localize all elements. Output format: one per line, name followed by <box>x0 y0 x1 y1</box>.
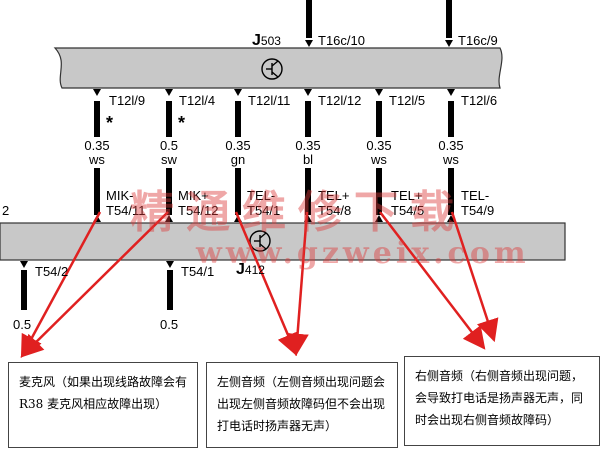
j503-pin-5: T12l/5 <box>389 93 426 108</box>
j412-signal-4: TEL+ <box>318 188 350 203</box>
wire-2 <box>165 89 173 222</box>
top-module-name-sub: 503 <box>260 34 281 48</box>
bottom-module-name: J <box>236 261 245 278</box>
j412-signal-2: MIK+ <box>178 188 209 203</box>
j412-pin-4: T54/8 <box>318 203 352 218</box>
watermark-text: 精通维修下载 <box>130 187 466 238</box>
j412-pin-6: T54/9 <box>461 203 495 218</box>
interconnect-wires <box>93 89 455 222</box>
j412-pin-3: T54/1 <box>247 203 281 218</box>
bottom-module-symbol <box>249 230 271 252</box>
wire-4 <box>304 89 312 222</box>
note-microphone: 麦克风（如果出现线路故障会有 R38 麦克风相应故障出现） <box>8 362 198 448</box>
wire-4-color: bl <box>302 152 314 167</box>
annotation-arrows <box>20 211 499 358</box>
arrow-mic-2 <box>20 211 169 358</box>
watermark-url: www.gzweix.com <box>196 236 530 271</box>
bottom-module-label: J412 <box>236 262 265 278</box>
top-module-symbol <box>261 58 283 80</box>
top-input-pin-2: T16c/9 <box>458 33 498 48</box>
bottom-output-wire-1 <box>20 261 28 310</box>
top-module-body <box>53 47 503 89</box>
top-module-label: J503 <box>252 33 281 49</box>
j412-signal-3: TEL- <box>247 188 276 203</box>
j412-left-edge-label: 2 <box>2 203 10 218</box>
arrow-left-2 <box>286 211 309 357</box>
note-left-audio: 左侧音频（左侧音频出现问题会出现左侧音频故障码但不会出现打电话时扬声器无声） <box>206 362 398 448</box>
wire-2-color: sw <box>161 152 177 167</box>
bottom-module-body <box>0 222 566 261</box>
j412-bottom-wire-1-size: 0.5 <box>13 317 32 332</box>
top-input-pin-1: T16c/10 <box>318 33 365 48</box>
wire-6-size: 0.35 <box>438 138 464 153</box>
j503-pin-3: T12l/11 <box>248 93 291 108</box>
arrow-right-2 <box>450 211 499 343</box>
j412-signal-5: TEL+ <box>391 188 423 203</box>
j412-pin-2: T54/12 <box>178 203 219 218</box>
wire-1-size: 0.35 <box>84 138 110 153</box>
top-module-name: J <box>252 32 261 49</box>
j412-pin-1: T54/11 <box>106 203 146 218</box>
j412-signal-6: TEL- <box>461 188 490 203</box>
bottom-module-name-sub: 412 <box>244 263 265 277</box>
top-input-wire-2 <box>445 0 453 47</box>
j412-bottom-pin-2: T54/1 <box>181 264 215 279</box>
wire-5-color: ws <box>371 152 387 167</box>
j503-pin-1: T12l/9 <box>109 93 146 108</box>
j412-bottom-pin-1: T54/2 <box>35 264 69 279</box>
wire-2-size: 0.5 <box>159 138 179 153</box>
wire-6 <box>447 89 455 222</box>
j503-pin-6: T12l/6 <box>461 93 498 108</box>
j412-pin-5: T54/5 <box>391 203 425 218</box>
wire-1-color: ws <box>89 152 105 167</box>
arrow-right-1 <box>379 211 486 350</box>
arrow-mic-1 <box>20 211 102 358</box>
j503-pin-4: T12l/12 <box>318 93 362 108</box>
bottom-output-wire-2 <box>166 261 174 310</box>
wire-6-color: ws <box>443 152 459 167</box>
wire-3-size: 0.35 <box>225 138 251 153</box>
arrow-left-1 <box>234 211 299 357</box>
j503-pin-2: T12l/4 <box>179 93 216 108</box>
wire-5 <box>375 89 383 222</box>
note-right-audio: 右侧音频（右侧音频出现问题，会导致打电话是扬声器无声，同时会出现右侧音频故障码） <box>404 356 600 446</box>
wire-1-mark: * <box>106 113 114 133</box>
wire-2-mark: * <box>178 113 186 133</box>
wire-3-color: gn <box>230 152 246 167</box>
top-input-wire-1 <box>305 0 313 47</box>
wire-4-size: 0.35 <box>295 138 321 153</box>
j412-bottom-wire-2-size: 0.5 <box>160 317 179 332</box>
j412-signal-1: MIK- <box>106 188 134 203</box>
wire-5-size: 0.35 <box>366 138 392 153</box>
